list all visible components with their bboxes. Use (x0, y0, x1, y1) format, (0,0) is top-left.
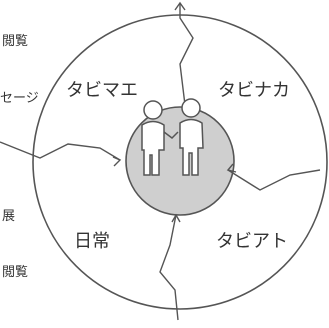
quadrant-label-during: タビナカ (218, 80, 290, 101)
side-text-top: 閲覧 (2, 33, 28, 49)
divider-arrow-top (179, 3, 194, 106)
divider-arrow-top-head (174, 1, 186, 11)
quadrant-label-before: タビマエ (66, 80, 138, 101)
quadrant-label-daily: 日常 (74, 231, 110, 252)
divider-arrow-left (0, 141, 121, 161)
divider-arrow-right-head (226, 163, 237, 173)
side-text-bottom: 閲覧 (2, 264, 28, 280)
divider-arrow-bottom-head (171, 213, 181, 223)
divider-arrow-bottom (159, 214, 179, 321)
divider-arrow-right (227, 169, 321, 191)
side-text-lower: 展 (2, 209, 15, 224)
divider-arrow-left-head (112, 156, 122, 167)
quadrant-label-after: タビアト (216, 231, 288, 252)
side-text-upper: セージ (0, 91, 39, 106)
people-icon (141, 98, 204, 176)
